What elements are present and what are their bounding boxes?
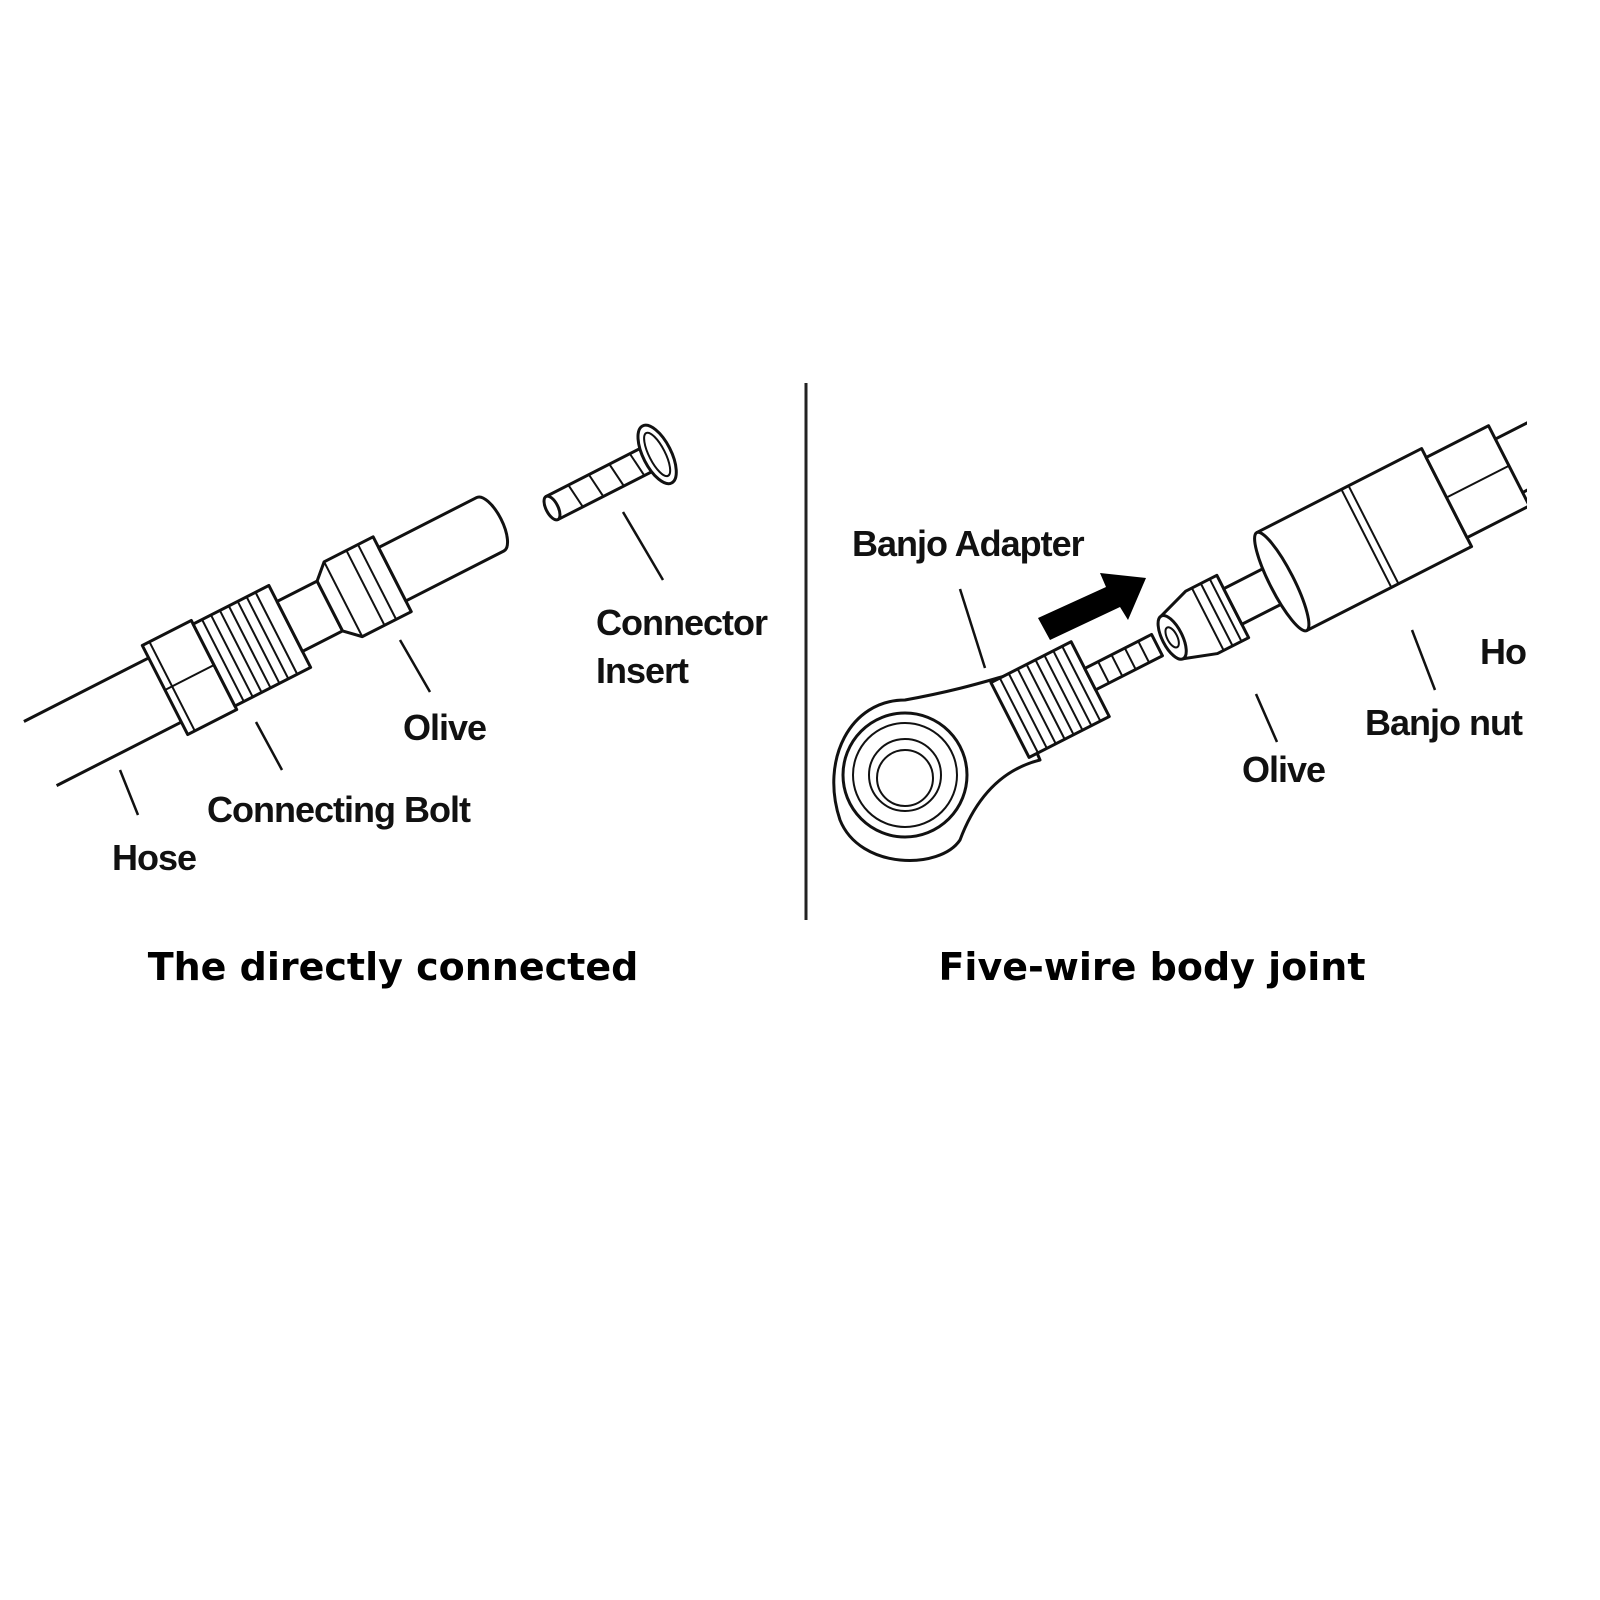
banjo-nut-illustration	[1253, 424, 1527, 633]
label-connector-insert-line1: Connector	[596, 602, 768, 643]
banjo-thread-illustration	[989, 632, 1164, 759]
label-connecting-bolt: Connecting Bolt	[207, 789, 471, 830]
olive-illustration	[315, 535, 413, 639]
banjo-adapter-illustration	[832, 674, 1042, 862]
right-banjo-assembly	[832, 380, 1527, 862]
label-banjo-adapter: Banjo Adapter	[852, 523, 1085, 564]
label-olive: Olive	[403, 707, 486, 748]
left-leader-lines	[118, 511, 665, 816]
connecting-bolt-illustration	[140, 583, 313, 737]
left-hose-assembly	[23, 495, 509, 787]
label-banjo-nut: Banjo nut	[1365, 702, 1523, 743]
direction-arrow-icon	[1038, 573, 1146, 640]
label-right-olive: Olive	[1242, 749, 1325, 790]
connector-insert-illustration	[542, 423, 678, 522]
right-hose-illustration	[1494, 380, 1527, 494]
label-hose-partial: Ho	[1480, 631, 1526, 672]
hose-illustration	[23, 656, 183, 787]
caption-directly-connected: The directly connected	[148, 945, 639, 989]
right-leader-lines	[958, 588, 1437, 743]
label-hose: Hose	[112, 837, 196, 878]
caption-five-wire-body-joint: Five-wire body joint	[938, 945, 1365, 989]
label-connector-insert-line2: Insert	[596, 650, 689, 691]
